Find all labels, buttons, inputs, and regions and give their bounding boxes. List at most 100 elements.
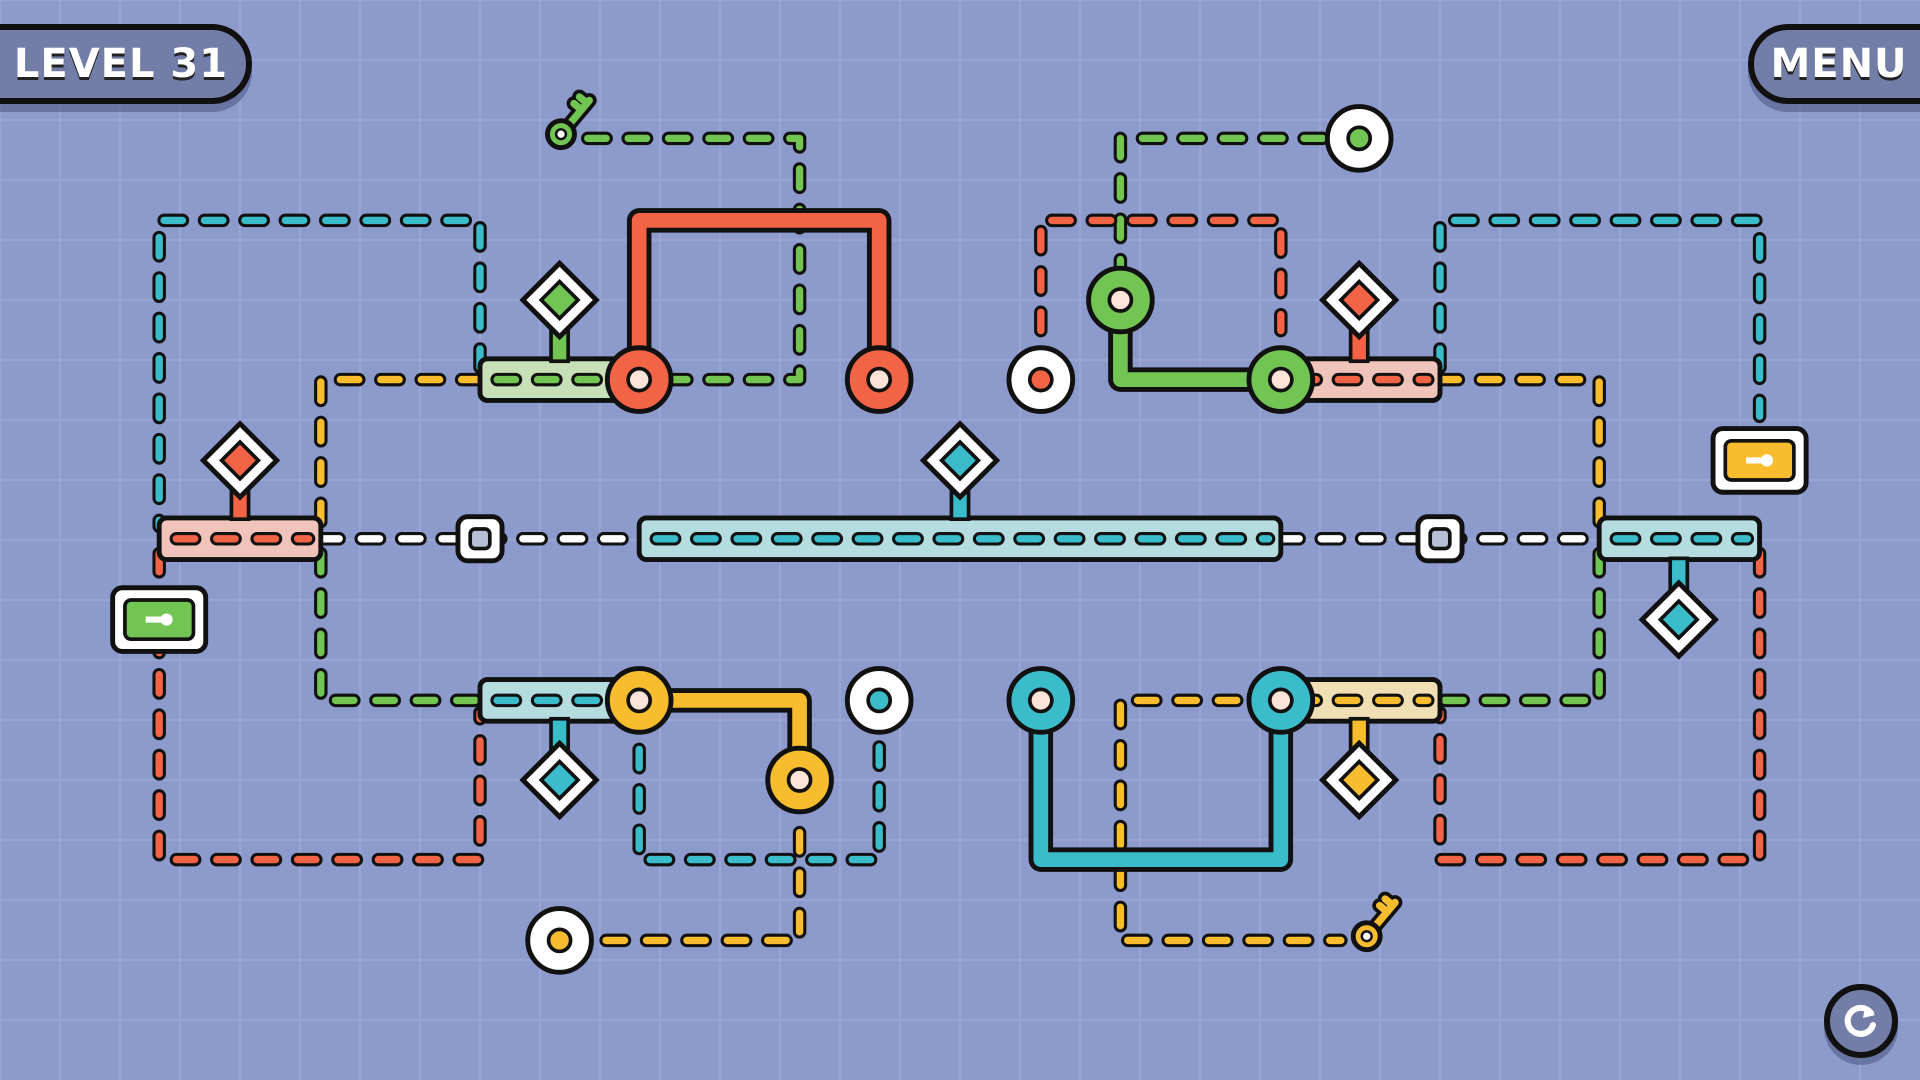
junction-core [1428,527,1452,551]
dash-outline [1034,213,1288,338]
key-hole [1360,930,1373,943]
node-center [866,687,893,714]
dash-outline [1113,131,1330,277]
dashed-path [152,213,487,534]
target-node[interactable] [525,906,594,975]
dash-fill [1116,696,1345,945]
solid-link [1028,700,1294,872]
dash-outline [581,131,807,387]
diamond-gem [219,439,261,482]
restart-button[interactable] [1824,984,1898,1058]
dashed-path [314,372,487,534]
junction-node[interactable] [1415,514,1465,564]
diamond-switch[interactable] [1638,556,1719,660]
rail[interactable] [636,515,1284,563]
dash-outline [314,372,487,534]
level-badge: LEVEL 31 [0,24,252,104]
dash-fill [317,549,484,705]
node-center [1027,366,1054,393]
dashed-path [1433,372,1606,534]
keyhole-dot [1760,454,1774,467]
diamond-switch[interactable] [199,420,281,522]
lock-icon[interactable] [110,585,209,654]
connector-node[interactable] [844,345,914,414]
junction-core [468,527,492,551]
lock-icon[interactable] [1710,426,1809,495]
dash-outline [593,825,807,948]
target-node[interactable] [844,666,914,735]
rail[interactable] [1278,356,1443,403]
diamond-gem [939,439,981,482]
dashed-path [593,825,807,948]
diamond-switch[interactable] [919,420,1001,522]
dashed-path [314,546,487,708]
menu-label: MENU [1770,41,1908,87]
node-center [866,366,893,393]
node-center [546,927,573,954]
keyhole-dot [160,613,173,626]
dash-outline [1433,372,1606,534]
connector-node[interactable] [1086,265,1155,335]
diamond-switch[interactable] [519,259,600,364]
dashed-path [632,727,886,867]
link-fill [1033,700,1289,867]
link-fill [631,213,887,380]
dash-fill [155,216,484,531]
dashed-path [1113,693,1348,948]
connector-node[interactable] [765,745,834,815]
dash-outline [1113,693,1348,948]
restart-icon [1844,1004,1876,1037]
node-center [626,366,653,393]
dash-outline [314,546,487,708]
dashed-path [1433,546,1606,708]
dash-fill [155,549,484,864]
node-center [786,767,813,793]
diamond-switch[interactable] [1318,259,1400,364]
target-node[interactable] [1324,104,1394,173]
dash-fill [1436,549,1603,705]
connector-node[interactable] [1246,345,1316,414]
dashed-path [1034,213,1288,338]
key-icon[interactable] [542,89,600,153]
node-center [1346,125,1373,152]
dashed-path [1433,213,1767,424]
dash-fill [584,134,804,384]
dash-fill [1037,216,1285,335]
key-icon[interactable] [1348,891,1406,955]
dash-fill [635,731,883,864]
rail[interactable] [1596,515,1763,563]
node-center [626,687,653,714]
diamond-gem [1657,598,1700,641]
dashed-path [581,131,807,387]
diamond-switch[interactable] [1318,716,1400,821]
dash-fill [1436,549,1764,864]
diamond-switch[interactable] [519,716,600,821]
connector-node[interactable] [604,666,674,735]
node-center [1267,687,1294,714]
connector-node[interactable] [604,345,674,414]
menu-button[interactable]: MENU [1748,24,1920,104]
dashed-path [1433,546,1767,867]
rail[interactable] [156,515,324,563]
dash-fill [317,375,484,531]
connector-node[interactable] [1006,666,1076,735]
dashed-path [152,546,487,867]
node-center [1267,366,1294,393]
dash-fill [1436,375,1603,531]
node-center [1027,687,1054,714]
diamond-gem [538,279,581,321]
dash-fill [596,828,804,945]
level-label: LEVEL 31 [13,41,229,87]
junction-node[interactable] [455,514,505,564]
dashed-path [1113,131,1330,277]
connector-node[interactable] [1246,666,1316,735]
dash-outline [1433,546,1606,708]
diamond-gem [1338,279,1381,321]
target-node[interactable] [1006,345,1076,414]
key-hole [554,128,568,141]
dash-fill [1436,216,1764,420]
dash-fill [1116,134,1327,274]
diamond-gem [1338,759,1381,801]
solid-link [626,208,892,380]
